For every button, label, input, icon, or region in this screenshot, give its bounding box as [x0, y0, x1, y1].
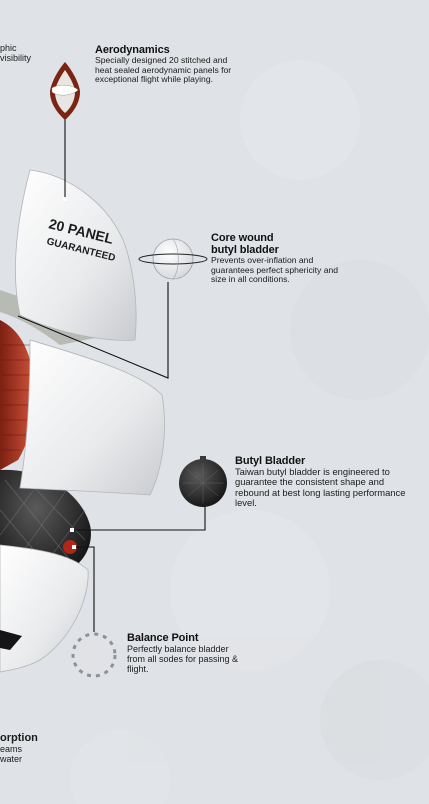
feature-core-wound-bladder: Core wound butyl bladder Prevents over-i…: [211, 232, 341, 285]
clipped-line: visibility: [0, 53, 32, 63]
clipped-line: phic: [0, 43, 17, 53]
red-valve-point: [63, 540, 77, 554]
callout-lines: [17, 118, 206, 632]
feature-butyl-bladder: Butyl Bladder Taiwan butyl bladder is en…: [235, 456, 415, 509]
clipped-line: eams: [0, 744, 23, 754]
clipped-title: orption: [0, 732, 38, 744]
feature-aerodynamics: Aerodynamics Specially designed 20 stitc…: [95, 45, 245, 85]
butyl-bladder-icon: [179, 456, 227, 507]
core-sphere-icon: [138, 238, 208, 280]
outer-panel-top: [15, 169, 137, 341]
balance-point-icon: [71, 632, 117, 678]
red-layer-ribs: [2, 344, 34, 451]
callout-dots: [63, 197, 76, 549]
feature-title: Butyl Bladder: [235, 455, 306, 467]
panel-black-mark: [0, 630, 22, 650]
background-texture: [70, 60, 429, 804]
outer-panel-bottom: [0, 544, 89, 673]
feature-balance-point: Balance Point Perfectly balance bladder …: [127, 632, 247, 675]
outer-panel-middle: [19, 339, 165, 496]
feature-description: Taiwan butyl bladder is engineered to gu…: [235, 466, 406, 509]
feature-description: Specially designed 20 stitched and heat …: [95, 55, 232, 85]
feature-title: Aerodynamics: [95, 44, 170, 56]
clipped-text-top-left: phic visibility: [0, 43, 31, 63]
feature-description: Perfectly balance bladder from all sodes…: [127, 644, 239, 674]
feature-title: Core wound butyl bladder: [211, 232, 279, 256]
clipped-text-bottom-left: orption eams water: [0, 732, 38, 764]
feature-description: Prevents over-inflation and guarantees p…: [211, 255, 339, 285]
feature-title: Balance Point: [127, 632, 199, 644]
clipped-line: water: [0, 754, 23, 764]
aerodynamics-panel-icon: [50, 62, 80, 120]
